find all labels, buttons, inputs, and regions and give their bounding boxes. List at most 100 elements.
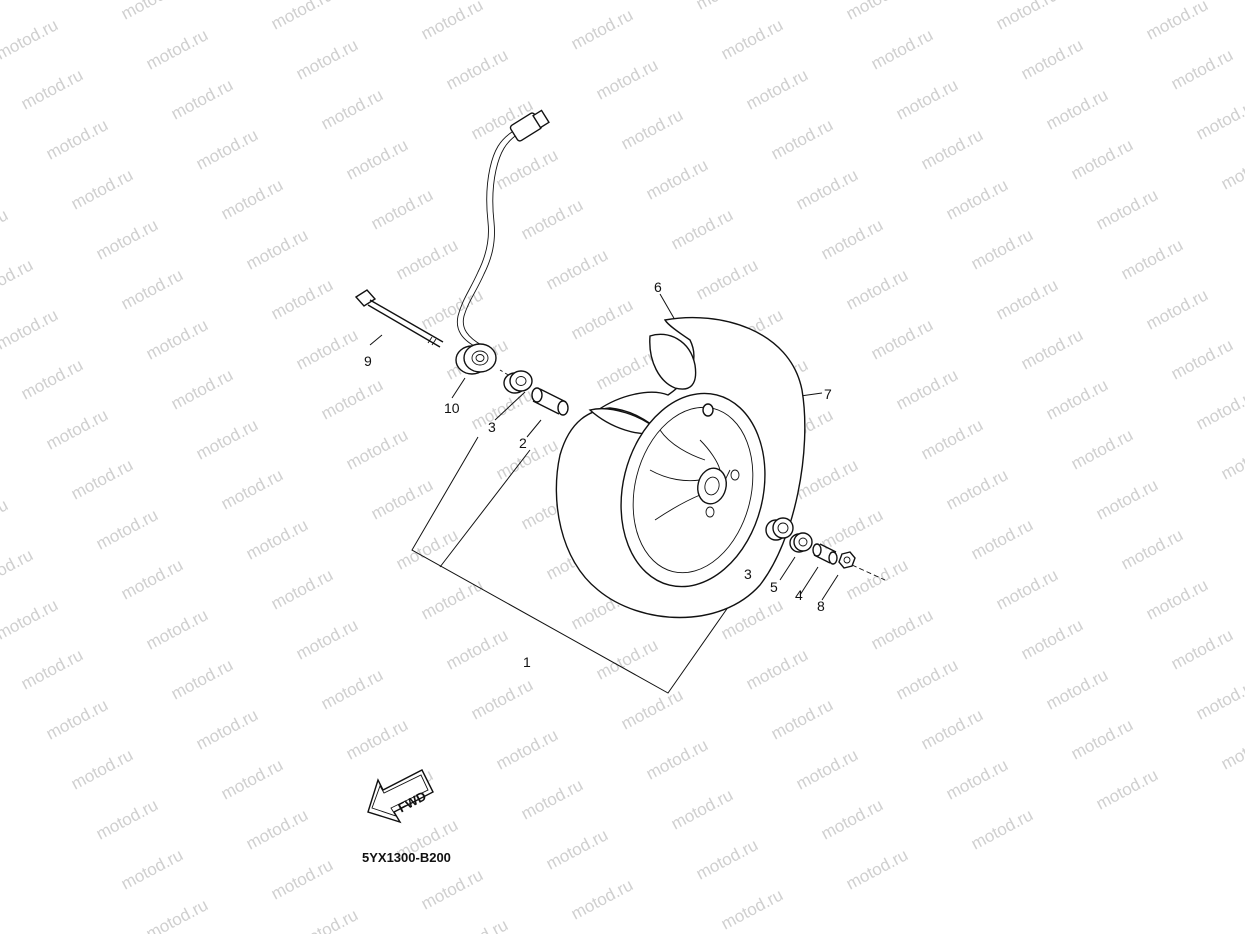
- watermark-text: motod.ru: [718, 885, 786, 933]
- watermark-text: motod.ru: [68, 745, 136, 793]
- watermark-text: motod.ru: [143, 605, 211, 653]
- watermark-text: motod.ru: [793, 165, 861, 213]
- watermark-text: motod.ru: [493, 145, 561, 193]
- watermark-text: motod.ru: [693, 0, 761, 14]
- watermark-text: motod.ru: [0, 0, 36, 14]
- watermark-text: motod.ru: [393, 525, 461, 573]
- callout-6: 6: [654, 279, 662, 295]
- watermark-text: motod.ru: [993, 565, 1061, 613]
- watermark-text: motod.ru: [168, 75, 236, 123]
- watermark-text: motod.ru: [543, 245, 611, 293]
- watermark-text: motod.ru: [293, 615, 361, 663]
- watermark-text: motod.ru: [0, 15, 61, 63]
- watermark-text: motod.ru: [93, 795, 161, 843]
- watermark-text: motod.ru: [368, 475, 436, 523]
- watermark-text: motod.ru: [518, 195, 586, 243]
- watermark-text: motod.ru: [0, 495, 11, 543]
- watermark-text: motod.ru: [118, 845, 186, 893]
- watermark-text: motod.ru: [218, 175, 286, 223]
- watermark-text: motod.ru: [568, 295, 636, 343]
- watermark-text: motod.ru: [1168, 335, 1236, 383]
- callout-labels: 1 2 3 3 4 5 6 7 8 9 10: [364, 279, 832, 670]
- watermark-text: motod.ru: [893, 75, 961, 123]
- watermark-text: motod.ru: [193, 705, 261, 753]
- watermark-text: motod.ru: [843, 845, 911, 893]
- watermark-text: motod.ru: [568, 5, 636, 53]
- watermark-text: motod.ru: [243, 515, 311, 563]
- watermark-text: motod.ru: [0, 305, 61, 353]
- watermark-text: motod.ru: [343, 425, 411, 473]
- watermark-text: motod.ru: [593, 635, 661, 683]
- watermark-text: motod.ru: [843, 265, 911, 313]
- watermark-text: motod.ru: [468, 385, 536, 433]
- watermark-text: motod.ru: [943, 175, 1011, 223]
- watermark-text: motod.ru: [768, 115, 836, 163]
- watermark-text: motod.ru: [468, 675, 536, 723]
- watermark-text: motod.ru: [1043, 665, 1111, 713]
- watermark-text: motod.ru: [1018, 615, 1086, 663]
- watermark-text: motod.ru: [893, 365, 961, 413]
- watermark-text: motod.ru: [368, 185, 436, 233]
- watermark-text: motod.ru: [943, 755, 1011, 803]
- watermark-text: motod.ru: [1143, 285, 1211, 333]
- watermark-text: motod.ru: [143, 895, 211, 934]
- watermark-text: motod.ru: [43, 695, 111, 743]
- tire-valve: [702, 403, 714, 417]
- callout-3-left: 3: [488, 419, 496, 435]
- spacer-collar: [531, 387, 569, 416]
- watermark-text: motod.ru: [993, 0, 1061, 34]
- watermark-text: motod.ru: [743, 65, 811, 113]
- watermark-text: motod.ru: [0, 595, 61, 643]
- watermark-text: motod.ru: [693, 255, 761, 303]
- watermark-text: motod.ru: [43, 405, 111, 453]
- watermark-text: motod.ru: [868, 315, 936, 363]
- watermark-text: motod.ru: [1168, 45, 1236, 93]
- watermark-text: motod.ru: [318, 665, 386, 713]
- watermark-text: motod.ru: [168, 365, 236, 413]
- watermark-text: motod.ru: [193, 125, 261, 173]
- watermark-text: motod.ru: [793, 745, 861, 793]
- watermark-text: motod.ru: [318, 85, 386, 133]
- watermark-text: motod.ru: [18, 355, 86, 403]
- watermark-text: motod.ru: [543, 825, 611, 873]
- watermark-text: motod.ru: [968, 515, 1036, 563]
- watermark-text: motod.ru: [1043, 85, 1111, 133]
- watermark-text: motod.ru: [668, 205, 736, 253]
- part-code: 5YX1300-B200: [362, 850, 451, 865]
- callout-4: 4: [795, 587, 803, 603]
- watermark-text: motod.ru: [18, 645, 86, 693]
- watermark-text: motod.ru: [0, 545, 36, 593]
- watermark-text: motod.ru: [1093, 765, 1161, 813]
- watermark-text: motod.ru: [818, 215, 886, 263]
- watermark-text: motod.ru: [1218, 145, 1245, 193]
- watermark-text: motod.ru: [743, 645, 811, 693]
- watermark-text: motod.ru: [868, 25, 936, 73]
- callout-3-right: 3: [744, 566, 752, 582]
- fwd-arrow: FWD: [367, 769, 434, 824]
- watermark-text: motod.ru: [293, 325, 361, 373]
- watermark-text: motod.ru: [268, 275, 336, 323]
- watermark-text: motod.ru: [43, 115, 111, 163]
- watermark-text: motod.ru: [993, 275, 1061, 323]
- watermark-text: motod.ru: [1193, 675, 1245, 723]
- watermark-text: motod.ru: [218, 755, 286, 803]
- watermark-text: motod.ru: [618, 105, 686, 153]
- watermark-text: motod.ru: [168, 655, 236, 703]
- watermark-text: motod.ru: [293, 35, 361, 83]
- watermark-text: motod.ru: [243, 225, 311, 273]
- speed-sensor-gear: [455, 343, 511, 377]
- axle-bolt: [354, 289, 444, 348]
- watermark-text: motod.ru: [618, 685, 686, 733]
- watermark-text: motod.ru: [768, 695, 836, 743]
- watermark-text: motod.ru: [643, 735, 711, 783]
- watermark-text: motod.ru: [818, 795, 886, 843]
- watermark-text: motod.ru: [218, 465, 286, 513]
- watermark-text: motod.ru: [118, 265, 186, 313]
- watermark-text: motod.ru: [943, 465, 1011, 513]
- collar: [812, 543, 838, 565]
- watermark-text: motod.ru: [443, 915, 511, 934]
- watermark-text: motod.ru: [143, 315, 211, 363]
- watermark-text: motod.ru: [343, 715, 411, 763]
